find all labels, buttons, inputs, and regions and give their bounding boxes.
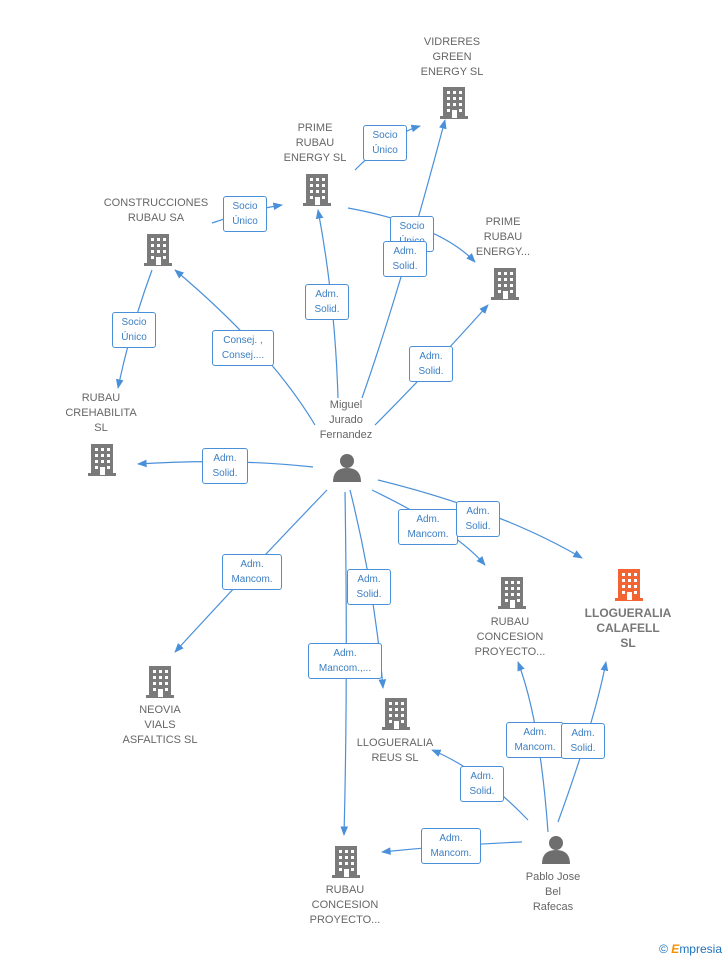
- building-icon-construcciones[interactable]: [144, 234, 172, 266]
- building-icon-concesion1[interactable]: [498, 577, 526, 609]
- edge-label-socio-unico: Socio Único: [223, 196, 267, 232]
- edge-label-adm-solid: Adm. Solid.: [383, 241, 427, 277]
- edge-label-adm-solid: Adm. Solid.: [456, 501, 500, 537]
- edge-label-adm-mancom: Adm. Mancom.: [222, 554, 282, 590]
- edge-label-adm-solid: Adm. Solid.: [460, 766, 504, 802]
- building-icon-vidreres[interactable]: [440, 87, 468, 119]
- edge-label-socio-unico: Socio Único: [363, 125, 407, 161]
- edge-label-adm-solid: Adm. Solid.: [347, 569, 391, 605]
- edge-label-adm-mancom-ellipsis: Adm. Mancom.,...: [308, 643, 382, 679]
- building-icon-reus[interactable]: [382, 698, 410, 730]
- brand-logo-letter: E: [671, 942, 680, 956]
- edge-label-socio-unico: Socio Único: [112, 312, 156, 348]
- building-icon-prime2[interactable]: [491, 268, 519, 300]
- building-icon-prime1[interactable]: [303, 174, 331, 206]
- node-label-crehabilita[interactable]: RUBAU CREHABILITA SL: [65, 392, 137, 434]
- person-icon-pablo[interactable]: [542, 836, 570, 864]
- node-label-concesion2[interactable]: RUBAU CONCESION PROYECTO...: [309, 884, 381, 926]
- node-label-prime1[interactable]: PRIME RUBAU ENERGY SL: [283, 122, 347, 164]
- node-label-concesion1[interactable]: RUBAU CONCESION PROYECTO...: [474, 616, 546, 658]
- node-label-neovia[interactable]: NEOVIA VIALS ASFALTICS SL: [122, 704, 198, 746]
- edge-label-consej: Consej. , Consej....: [212, 330, 274, 366]
- footer-brand: © Empresia: [659, 942, 722, 956]
- building-icon-concesion2[interactable]: [332, 846, 360, 878]
- copyright-icon: ©: [659, 942, 668, 956]
- brand-name: mpresia: [679, 942, 722, 956]
- person-icon-miguel[interactable]: [333, 454, 361, 482]
- edge-label-adm-mancom: Adm. Mancom.: [421, 828, 481, 864]
- edge-label-adm-solid: Adm. Solid.: [561, 723, 605, 759]
- building-icon-neovia[interactable]: [146, 666, 174, 698]
- node-label-vidreres[interactable]: VIDRERES GREEN ENERGY SL: [420, 36, 484, 78]
- edge-label-adm-solid: Adm. Solid.: [305, 284, 349, 320]
- edge-label-adm-mancom: Adm. Mancom.: [506, 722, 564, 758]
- building-icon-calafell[interactable]: [615, 569, 643, 601]
- edge-label-adm-solid: Adm. Solid.: [409, 346, 453, 382]
- edge-label-adm-mancom: Adm. Mancom.: [398, 509, 458, 545]
- edge-label-adm-solid: Adm. Solid.: [202, 448, 248, 484]
- node-label-calafell[interactable]: LLOGUERALIA CALAFELL SL: [584, 606, 672, 650]
- node-label-pablo[interactable]: Pablo Jose Bel Rafecas: [525, 871, 581, 913]
- building-icon-crehabilita[interactable]: [88, 444, 116, 476]
- node-label-construcciones[interactable]: CONSTRUCCIONES RUBAU SA: [103, 197, 209, 224]
- node-label-reus[interactable]: LLOGUERALIA REUS SL: [356, 737, 434, 764]
- node-label-prime2[interactable]: PRIME RUBAU ENERGY...: [475, 216, 531, 258]
- node-label-miguel[interactable]: Miguel Jurado Fernandez: [319, 399, 373, 441]
